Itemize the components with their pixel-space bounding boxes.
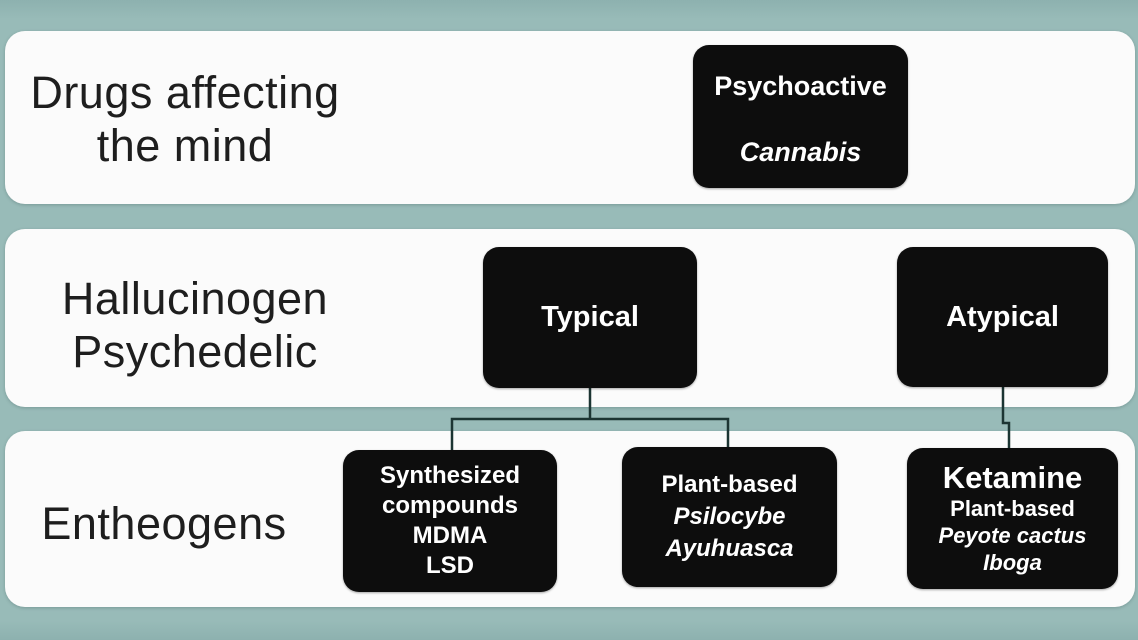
node-synthesized-line: MDMA bbox=[412, 522, 488, 549]
row-title-line: Hallucinogen bbox=[61, 273, 329, 324]
node-ketamine-peyote: Peyote cactus bbox=[938, 523, 1087, 548]
node-ketamine: Ketamine Plant-based Peyote cactus Iboga bbox=[907, 448, 1118, 589]
node-ketamine-plant-based: Plant-based bbox=[950, 496, 1075, 521]
node-synthesized-line: LSD bbox=[426, 552, 474, 579]
node-psychoactive-cannabis: Cannabis bbox=[739, 137, 862, 167]
row-title-line: Psychedelic bbox=[72, 326, 318, 377]
node-plant-based: Plant-based Psilocybe Ayuhuasca bbox=[622, 447, 837, 587]
node-synthesized-line: Synthesized bbox=[379, 462, 521, 489]
row-title-line: Drugs affecting bbox=[30, 67, 340, 118]
node-atypical-label: Atypical bbox=[946, 300, 1059, 333]
node-ketamine-iboga: Iboga bbox=[983, 550, 1042, 575]
connector-typical-branches bbox=[450, 388, 730, 452]
node-psychoactive: Psychoactive Cannabis bbox=[693, 45, 908, 188]
connector-atypical-ketamine bbox=[1001, 387, 1011, 450]
node-typical: Typical bbox=[483, 247, 697, 388]
node-atypical: Atypical bbox=[897, 247, 1108, 387]
node-plant-based-title: Plant-based bbox=[661, 471, 798, 498]
node-synthesized-line: compounds bbox=[382, 492, 518, 519]
node-plant-based-ayuhuasca: Ayuhuasca bbox=[665, 535, 794, 562]
row-title-hallucinogen-psychedelic: Hallucinogen Psychedelic bbox=[25, 272, 365, 378]
row-title-entheogens: Entheogens bbox=[24, 497, 304, 550]
band-drugs-affecting-the-mind bbox=[5, 31, 1135, 204]
node-psychoactive-title: Psychoactive bbox=[714, 71, 887, 101]
row-title-line: the mind bbox=[96, 120, 274, 171]
node-plant-based-psilocybe: Psilocybe bbox=[673, 503, 786, 530]
row-title-drugs-affecting-the-mind: Drugs affecting the mind bbox=[20, 66, 350, 172]
node-typical-label: Typical bbox=[541, 301, 639, 333]
node-synthesized-compounds: Synthesized compounds MDMA LSD bbox=[343, 450, 557, 592]
row-title-line: Entheogens bbox=[41, 498, 287, 549]
node-ketamine-title: Ketamine bbox=[942, 460, 1083, 495]
